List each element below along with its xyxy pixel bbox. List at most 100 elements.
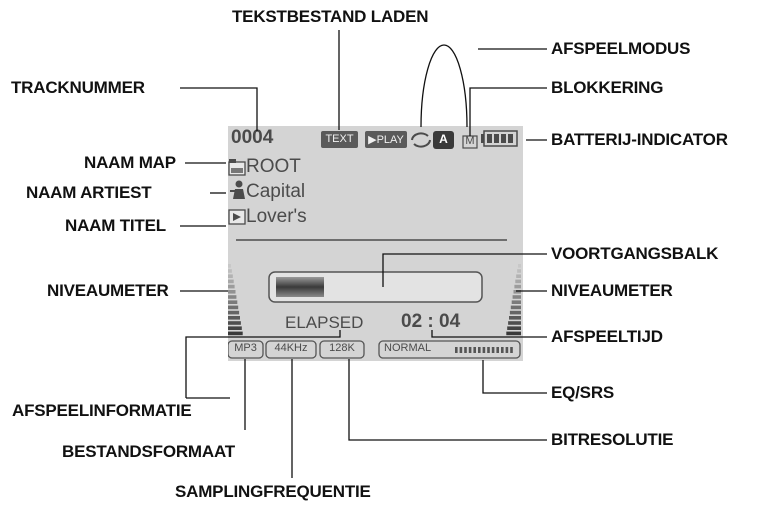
bitrate-box	[319, 340, 365, 359]
level-meter-bar	[508, 321, 521, 325]
callout-blokkering: BLOKKERING	[551, 78, 664, 97]
level-meter-bar	[513, 290, 521, 294]
sample-rate-box	[265, 340, 317, 359]
level-meter-bar	[514, 284, 521, 289]
leader-afspeeltijd	[431, 330, 547, 338]
repeat-icon	[411, 132, 431, 148]
level-meter-bar	[228, 316, 240, 320]
level-meter-bar	[228, 269, 232, 273]
level-meter-bar	[517, 269, 521, 273]
leader-bitresolutie	[348, 359, 547, 441]
play-badge-box	[365, 131, 407, 148]
title-name: Lover's	[246, 206, 307, 227]
level-meter-bar	[228, 321, 241, 325]
bitrate-label: 128K	[329, 342, 355, 354]
play-badge: ▶PLAY	[368, 134, 404, 146]
leader-eq	[482, 360, 547, 394]
level-meter-bar	[512, 295, 521, 299]
mode-a-box	[433, 131, 454, 149]
sample-rate-label: 44KHz	[274, 342, 308, 354]
level-meter-bar	[509, 316, 521, 320]
callout-afspeeltijd: AFSPEELTIJD	[551, 327, 663, 346]
level-meter-bar	[228, 264, 231, 268]
mode-letter: A	[439, 132, 448, 146]
eq-bars	[455, 347, 513, 353]
level-meter-bar	[511, 300, 521, 304]
callout-eq-srs: EQ/SRS	[551, 383, 615, 402]
leader-tracknummer	[180, 87, 258, 131]
eq-bar	[464, 347, 467, 353]
eq-bar	[505, 347, 509, 353]
callout-afspeelinformatie: AFSPEELINFORMATIE	[12, 401, 192, 420]
lcd-screen: 0004 TEXT ▶PLAY A M ROOT Capital Lover's…	[227, 126, 523, 361]
lcd-graphics	[227, 130, 521, 359]
hold-letter: M	[465, 135, 475, 147]
eq-bar	[491, 347, 495, 353]
callout-samplingfrequentie: SAMPLINGFREQUENTIE	[175, 482, 371, 501]
level-meter-bar	[228, 310, 240, 315]
callout-batterij-indicator: BATTERIJ-INDICATOR	[551, 130, 728, 149]
format-box	[227, 340, 264, 359]
level-meter-bar	[228, 326, 242, 330]
leader-blokkering	[469, 87, 547, 136]
progress-bar-fill	[276, 277, 324, 297]
eq-bar	[468, 347, 472, 353]
eq-bar	[455, 347, 458, 353]
callout-naam-titel: NAAM TITEL	[65, 216, 166, 235]
callout-voortgangsbalk: VOORTGANGSBALK	[551, 244, 719, 263]
level-meter-bar	[515, 279, 521, 284]
level-meter-bar	[509, 310, 521, 315]
callout-naam-map: NAAM MAP	[84, 153, 176, 172]
callout-niveaumeter-right: NIVEAUMETER	[551, 281, 673, 300]
level-meter-right	[506, 264, 521, 336]
song-title-icon	[228, 209, 246, 225]
level-meter-bar	[518, 264, 521, 268]
text-badge-box	[321, 131, 358, 148]
level-meter-bar	[506, 331, 521, 336]
eq-bar	[459, 347, 463, 353]
callout-niveaumeter-left: NIVEAUMETER	[47, 281, 169, 300]
eq-bar	[501, 347, 504, 353]
callout-naam-artiest: NAAM ARTIEST	[26, 183, 152, 202]
eq-mode-label: NORMAL	[384, 342, 432, 354]
eq-bar	[510, 347, 513, 353]
level-meter-bar	[228, 295, 237, 299]
callout-afspeelmodus: AFSPEELMODUS	[551, 39, 691, 58]
level-meter-bar	[228, 290, 236, 294]
leader-voortgang	[382, 253, 547, 287]
format-label: MP3	[234, 342, 257, 354]
level-meter-bar	[228, 305, 239, 310]
battery-icon	[481, 130, 518, 147]
elapsed-label: ELAPSED	[285, 313, 364, 332]
level-meter-bar	[228, 274, 233, 278]
eq-bar	[496, 347, 499, 353]
folder-name: ROOT	[246, 156, 301, 177]
level-meter-left	[228, 264, 243, 336]
callout-tracknummer: TRACKNUMMER	[11, 78, 145, 97]
level-meter-bar	[228, 284, 235, 289]
level-meter-bar	[516, 274, 521, 278]
artist-icon	[230, 180, 245, 199]
artist-name: Capital	[246, 181, 306, 202]
track-number: 0004	[231, 127, 274, 148]
level-meter-bar	[228, 300, 238, 304]
play-time: 02 : 04	[401, 311, 461, 332]
callout-bitresolutie: BITRESOLUTIE	[551, 430, 674, 449]
level-meter-bar	[510, 305, 521, 310]
callout-tekstbestand-laden: TEKSTBESTAND LADEN	[232, 7, 429, 26]
eq-bar	[482, 347, 486, 353]
leader-afspeelmodus-arc	[420, 44, 468, 128]
eq-box	[378, 340, 521, 359]
eq-bar	[487, 347, 490, 353]
leader-afspeelinfo-a	[185, 330, 341, 398]
folder-icon	[228, 159, 246, 176]
eq-bar	[478, 347, 481, 353]
level-meter-bar	[228, 331, 243, 336]
level-meter-bar	[507, 326, 521, 330]
callout-bestandsformaat: BESTANDSFORMAAT	[62, 442, 235, 461]
eq-bar	[473, 347, 476, 353]
text-badge: TEXT	[325, 133, 354, 145]
level-meter-bar	[228, 279, 234, 284]
